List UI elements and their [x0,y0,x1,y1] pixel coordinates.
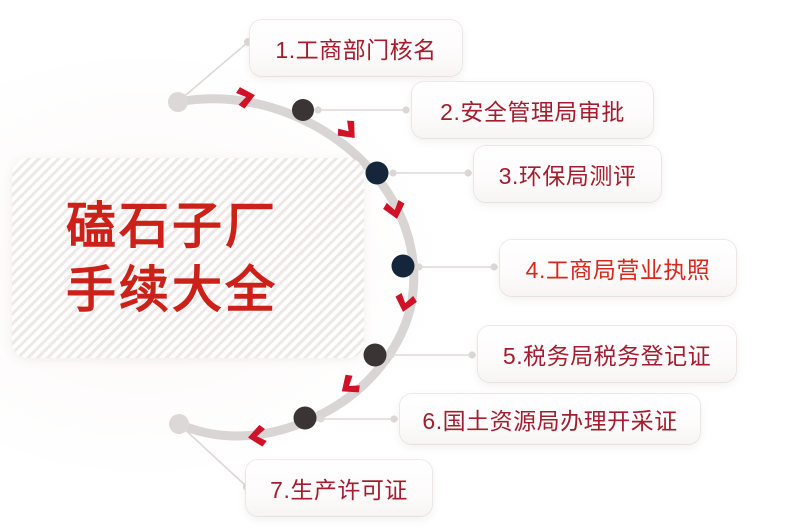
connector-dot-step-3-outer [464,169,472,177]
connector-dot-step-6-inner [317,415,325,423]
step-card-5[interactable]: 5.税务局税务登记证 [478,326,736,382]
connector-dot-step-2-inner [314,106,322,114]
arrow-chevron-6 [248,424,267,447]
arrow-chevron-4 [395,292,417,312]
step-card-2[interactable]: 2.安全管理局审批 [412,82,653,138]
connector-dot-step-5-inner [387,351,395,359]
connector-line-step-1 [179,42,248,101]
arrow-chevron-2 [337,120,355,138]
arrow-chevron-3 [383,199,405,219]
step-label-4: 4.工商局营业执照 [525,257,711,283]
step-label-6: 6.国土资源局办理开采证 [422,408,678,434]
step-card-3[interactable]: 3.环保局测评 [474,146,661,202]
connector-dot-step-6-outer [390,415,398,423]
step-card-4[interactable]: 4.工商局营业执照 [500,240,736,296]
title-line-1: 磕石子厂 [66,198,278,254]
step-label-5: 5.税务局税务登记证 [502,343,712,369]
connector-dot-step-2-outer [402,106,410,114]
connector-dot-step-4-outer [490,263,498,271]
process-node-step-2 [292,99,314,121]
process-node-step-3 [365,161,389,185]
connector-dot-step-3-inner [389,169,397,177]
step-card-7[interactable]: 7.生产许可证 [246,460,432,516]
process-node-step-4 [391,254,415,278]
process-node-step-5 [363,343,387,367]
step-card-6[interactable]: 6.国土资源局办理开采证 [400,394,700,444]
step-label-1: 1.工商部门核名 [275,37,437,63]
step-label-2: 2.安全管理局审批 [440,99,625,125]
connector-dot-step-4-inner [415,263,423,271]
step-card-1[interactable]: 1.工商部门核名 [250,20,462,76]
step-label-3: 3.环保局测评 [498,163,637,189]
connector-line-step-7 [180,425,247,487]
step-label-7: 7.生产许可证 [270,477,408,503]
arrow-chevron-5 [341,374,360,393]
arrow-chevron-1 [236,87,255,109]
title-panel: 磕石子厂 手续大全 [12,158,364,358]
title-line-2: 手续大全 [66,262,278,318]
process-node-step-6 [293,406,317,430]
connector-dot-step-5-outer [468,351,476,359]
